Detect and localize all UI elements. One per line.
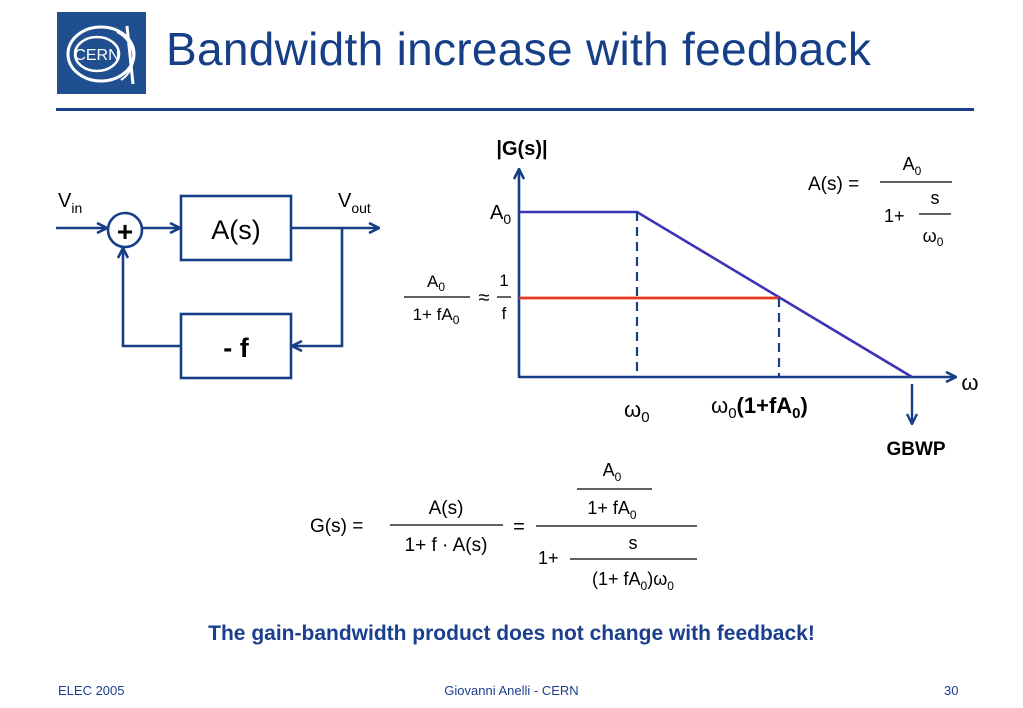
closed-loop-gain-formula: A0 1+ fA0 ≈ 1 f bbox=[404, 271, 511, 327]
gs-den1: 1+ f · A(s) bbox=[405, 535, 488, 556]
a0-label: A0 bbox=[490, 202, 511, 227]
cl-den2: f bbox=[502, 304, 507, 323]
vin-label: Vin bbox=[58, 190, 82, 216]
gs-num1: A(s) bbox=[429, 498, 464, 519]
corner-open-label: ω0 bbox=[624, 397, 650, 426]
page-title: Bandwidth increase with feedback bbox=[166, 23, 872, 75]
open-loop-formula: A(s) = A0 1+ s ω0 bbox=[808, 154, 952, 249]
cl-approx: ≈ bbox=[479, 287, 490, 309]
as-den-prefix: 1+ bbox=[884, 206, 905, 226]
gs-top-den: 1+ fA0 bbox=[587, 498, 637, 522]
logo-text: CERN bbox=[74, 47, 119, 64]
conclusion-text: The gain-bandwidth product does not chan… bbox=[208, 622, 815, 645]
feedback-path-out bbox=[293, 228, 344, 346]
as-inner-den: ω0 bbox=[923, 226, 944, 249]
block-diagram: Vin + A(s) Vout - f bbox=[56, 190, 378, 380]
gbwp-label: GBWP bbox=[886, 439, 945, 460]
gs-top-num: A0 bbox=[603, 460, 622, 484]
x-axis-label: ω bbox=[961, 370, 978, 395]
open-loop-response bbox=[519, 210, 913, 379]
cl-den: 1+ fA0 bbox=[413, 305, 460, 327]
gs-lhs: G(s) = bbox=[310, 516, 363, 537]
as-num: A0 bbox=[903, 154, 922, 178]
feedback-block-label: - f bbox=[223, 333, 249, 363]
corner-closed-label: ω0(1+fA0) bbox=[711, 393, 808, 422]
closed-loop-formula: G(s) = A(s) 1+ f · A(s) = A0 1+ fA0 1+ s… bbox=[310, 460, 697, 593]
as-inner-num: s bbox=[931, 188, 940, 208]
y-axis-label: |G(s)| bbox=[496, 138, 547, 160]
feedback-path-in bbox=[123, 249, 181, 348]
gs-equals: = bbox=[513, 516, 525, 538]
summer-sign: + bbox=[117, 216, 133, 247]
gs-bot-den: (1+ fA0)ω0 bbox=[592, 569, 674, 593]
gs-bot-prefix: 1+ bbox=[538, 548, 559, 568]
footer-center: Giovanni Anelli - CERN bbox=[444, 683, 579, 698]
forward-block bbox=[179, 194, 293, 262]
cern-logo: CERN bbox=[57, 12, 146, 94]
bode-plot: |G(s)| ω A0 ω0 ω0(1+fA0) GBWP A0 1+ fA0 … bbox=[404, 138, 979, 460]
as-lhs: A(s) = bbox=[808, 174, 859, 195]
footer-left: ELEC 2005 bbox=[58, 683, 125, 698]
footer-page-number: 30 bbox=[944, 683, 959, 698]
gs-bot-num: s bbox=[629, 533, 638, 553]
cl-num: A0 bbox=[427, 272, 445, 294]
forward-block-label: A(s) bbox=[211, 215, 261, 245]
vout-label: Vout bbox=[338, 190, 371, 216]
title-divider bbox=[56, 108, 974, 111]
cl-num2: 1 bbox=[499, 271, 508, 290]
